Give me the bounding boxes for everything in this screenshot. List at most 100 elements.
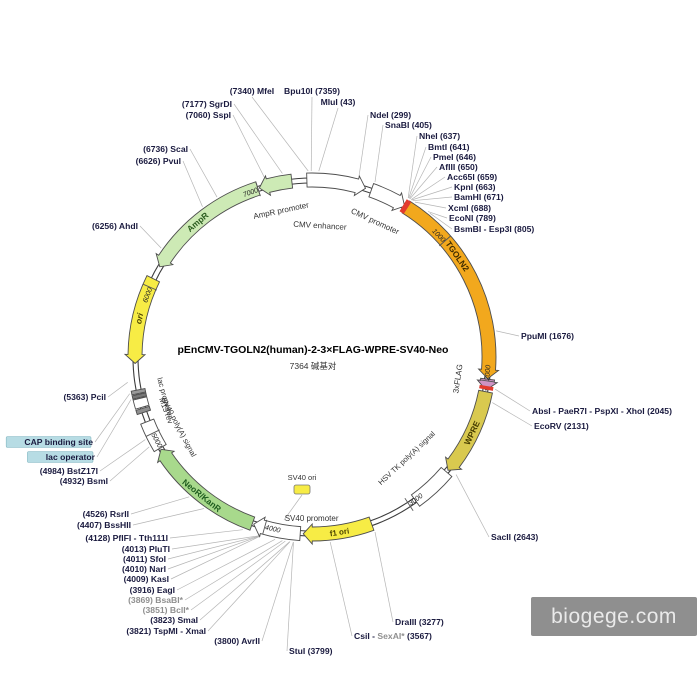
site-label: NheI (637) <box>419 131 460 141</box>
plasmid-size-label: 7364 碱基对 <box>289 361 337 371</box>
site-leader-line <box>107 382 128 398</box>
tick-label: 4000 <box>264 524 281 534</box>
site-label: (4984) BstZ17I <box>40 466 98 476</box>
site-leader-line <box>139 225 162 249</box>
site-label: NdeI (299) <box>370 110 411 120</box>
feature-neor-kanr <box>156 448 256 531</box>
site-label: MluI (43) <box>321 97 356 107</box>
site-leader-line <box>411 186 453 201</box>
site-leader-lines <box>94 96 533 652</box>
site-leader-line <box>176 538 276 591</box>
plasmid-title: pEnCMV-TGOLN2(human)-2-3×FLAG-WPRE-SV40-… <box>177 344 449 356</box>
site-label: BamHI (671) <box>454 192 504 202</box>
site-leader-line <box>495 388 531 412</box>
site-leader-line <box>374 531 394 623</box>
feature-label-3xflag: 3xFLAG <box>451 364 464 394</box>
feature-f1-ori <box>302 516 375 546</box>
feature-label-hsv-tk-polya: HSV TK poly(A) signal <box>376 429 437 487</box>
site-label: SnaBI (405) <box>385 120 432 130</box>
feature-arrows <box>123 172 500 546</box>
site-label: CAP binding site <box>24 437 93 447</box>
site-label: (3821) TspMI - XmaI <box>126 626 206 636</box>
site-label: (4011) SfoI <box>123 554 166 564</box>
site-leader-line <box>310 96 313 172</box>
red-mark <box>479 384 494 391</box>
site-leader-line <box>232 114 265 178</box>
site-leader-line <box>409 156 432 199</box>
feature-hsv-tk-polya <box>410 466 453 507</box>
site-leader-line <box>358 114 369 178</box>
feature-lac-promoter <box>132 396 150 410</box>
tick-mark <box>404 497 414 511</box>
site-leader-line <box>170 535 261 580</box>
site-leader-line <box>169 529 243 539</box>
site-leader-line <box>199 541 290 621</box>
site-label: (4128) PflFI - Tth111I <box>85 533 168 543</box>
site-label: (4010) NarI <box>122 564 166 574</box>
site-leader-line <box>189 148 218 198</box>
site-leader-line <box>414 201 447 209</box>
site-leader-line <box>171 535 261 550</box>
site-leader-line <box>411 176 446 200</box>
site-label: (5363) PciI <box>63 392 106 402</box>
site-leader-line <box>132 508 205 526</box>
site-label: lac operator <box>46 452 96 462</box>
tick-mark <box>255 181 261 197</box>
site-label: (4407) BssHII <box>77 520 131 530</box>
site-leader-line <box>99 439 146 472</box>
site-label: (7340) MfeI <box>230 86 274 96</box>
site-label: DraIII (3277) <box>395 617 444 627</box>
feature-ampr-promoter <box>258 173 294 197</box>
site-label: (4526) RsrII <box>83 509 129 519</box>
site-leader-line <box>207 541 291 632</box>
feature-wpre <box>444 389 493 471</box>
site-label: (3851) BclI* <box>143 605 190 615</box>
site-leader-line <box>427 211 448 219</box>
site-leader-line <box>374 124 384 183</box>
site-label: (4013) PluTI <box>122 544 170 554</box>
site-leader-line <box>407 135 418 198</box>
site-leader-line <box>408 146 427 199</box>
site-label: (7177) SgrDI <box>182 99 232 109</box>
site-leader-line <box>455 474 490 538</box>
site-leader-line <box>190 540 286 611</box>
site-highlight <box>5 436 92 448</box>
site-label: KpnI (663) <box>454 182 496 192</box>
tick-mark <box>479 379 495 383</box>
tick-mark <box>439 235 451 247</box>
site-leader-line <box>329 542 353 637</box>
site-label: BmtI (641) <box>428 142 470 152</box>
site-leader-line <box>182 160 203 207</box>
site-label: PmeI (646) <box>433 152 476 162</box>
feature-label-sv40-ori: SV40 ori <box>288 473 317 482</box>
site-leader-line <box>496 330 520 337</box>
multi-cut-marks <box>399 199 494 391</box>
site-label: EcoNI (789) <box>449 213 496 223</box>
watermark: biogege.com <box>531 597 697 636</box>
tick-mark <box>142 283 157 291</box>
feature-label-f1-ori: f1 ori <box>329 526 350 538</box>
site-label: AbsI - PaeR7I - PspXI - XhoI (2045) <box>532 406 672 416</box>
site-leader-line <box>184 540 283 601</box>
site-label: (3800) AvrII <box>214 636 260 646</box>
feature-cmv-promoter <box>368 183 406 212</box>
feature-label-neor-kanr: NeoR/KanR <box>180 477 223 514</box>
site-leader-line <box>109 446 150 482</box>
tick-label: 2000 <box>484 365 492 382</box>
site-leader-line <box>251 96 309 172</box>
feature-sv40-polya <box>140 418 167 453</box>
site-label: BsmBI - Esp3I (805) <box>454 224 534 234</box>
site-label: XcmI (688) <box>448 203 491 213</box>
site-label: (6256) AhdI <box>92 221 138 231</box>
site-label: EcoRV (2131) <box>534 421 589 431</box>
feature-sv40-ori <box>293 484 311 495</box>
site-leader-line <box>318 107 339 172</box>
feature-label-sv40-promoter: SV40 promoter <box>285 514 339 523</box>
site-leader-line <box>233 103 283 174</box>
site-leader-line <box>286 542 294 652</box>
site-leader-line <box>167 535 261 570</box>
feature-ori <box>123 275 161 365</box>
